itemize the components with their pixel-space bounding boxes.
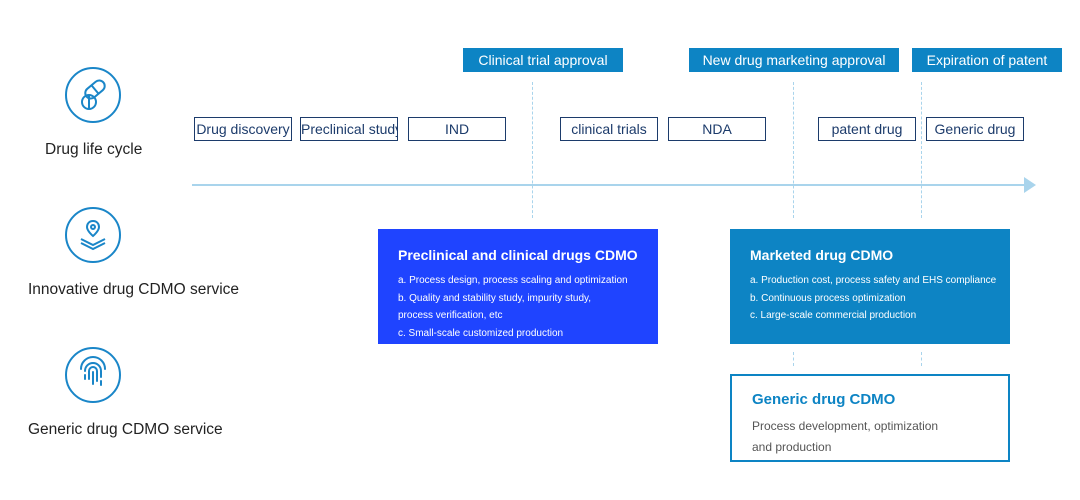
row-label-drug-life-cycle: Drug life cycle (45, 141, 143, 158)
row-label-generic-cdmo: Generic drug CDMO service (28, 421, 223, 438)
card-item: process verification, etc (398, 310, 503, 321)
stage-clinical-trials: clinical trials (560, 117, 658, 141)
card-generic-drug-cdmo: Generic drug CDMO Process development, o… (730, 374, 1010, 462)
milestone-line-patent (921, 82, 922, 218)
card-title: Generic drug CDMO (752, 391, 896, 408)
card-item: b. Quality and stability study, impurity… (398, 292, 592, 304)
connector-line-generic (921, 352, 922, 366)
milestone-clinical-trial-approval: Clinical trial approval (463, 48, 623, 72)
timeline-arrow (192, 177, 1036, 193)
stage-ind: IND (408, 117, 506, 141)
card-marketed-drug-cdmo: Marketed drug CDMO a. Production cost, p… (730, 229, 1010, 344)
stage-drug-discovery: Drug discovery (194, 117, 292, 141)
stage-preclinical-study: Preclinical study (300, 117, 398, 141)
card-title: Preclinical and clinical drugs CDMO (398, 247, 638, 263)
card-item: and production (752, 440, 832, 454)
card-item: c. Small-scale customized production (398, 327, 564, 339)
card-item: c. Large-scale commercial production (750, 310, 917, 321)
milestone-line-marketing (793, 82, 794, 218)
fingerprint-icon (65, 347, 121, 403)
card-item: a. Process design, process scaling and o… (398, 275, 628, 286)
stage-generic-drug: Generic drug (926, 117, 1024, 141)
card-item: Process development, optimization (752, 419, 939, 433)
card-title: Marketed drug CDMO (750, 247, 894, 263)
milestone-new-drug-marketing-approval: New drug marketing approval (689, 48, 899, 72)
card-item: b. Continuous process optimization (750, 292, 906, 304)
card-preclinical-clinical-cdmo: Preclinical and clinical drugs CDMO a. P… (378, 229, 658, 344)
milestone-expiration-of-patent: Expiration of patent (912, 48, 1062, 72)
milestone-line-clinical (532, 82, 533, 218)
card-item: a. Production cost, process safety and E… (750, 275, 997, 286)
row-label-innovative-cdmo: Innovative drug CDMO service (28, 281, 240, 298)
pill-capsule-icon (65, 67, 121, 123)
stage-nda: NDA (668, 117, 766, 141)
connector-line-marketed (793, 352, 794, 366)
stage-patent-drug: patent drug (818, 117, 916, 141)
location-layers-icon (65, 207, 121, 263)
